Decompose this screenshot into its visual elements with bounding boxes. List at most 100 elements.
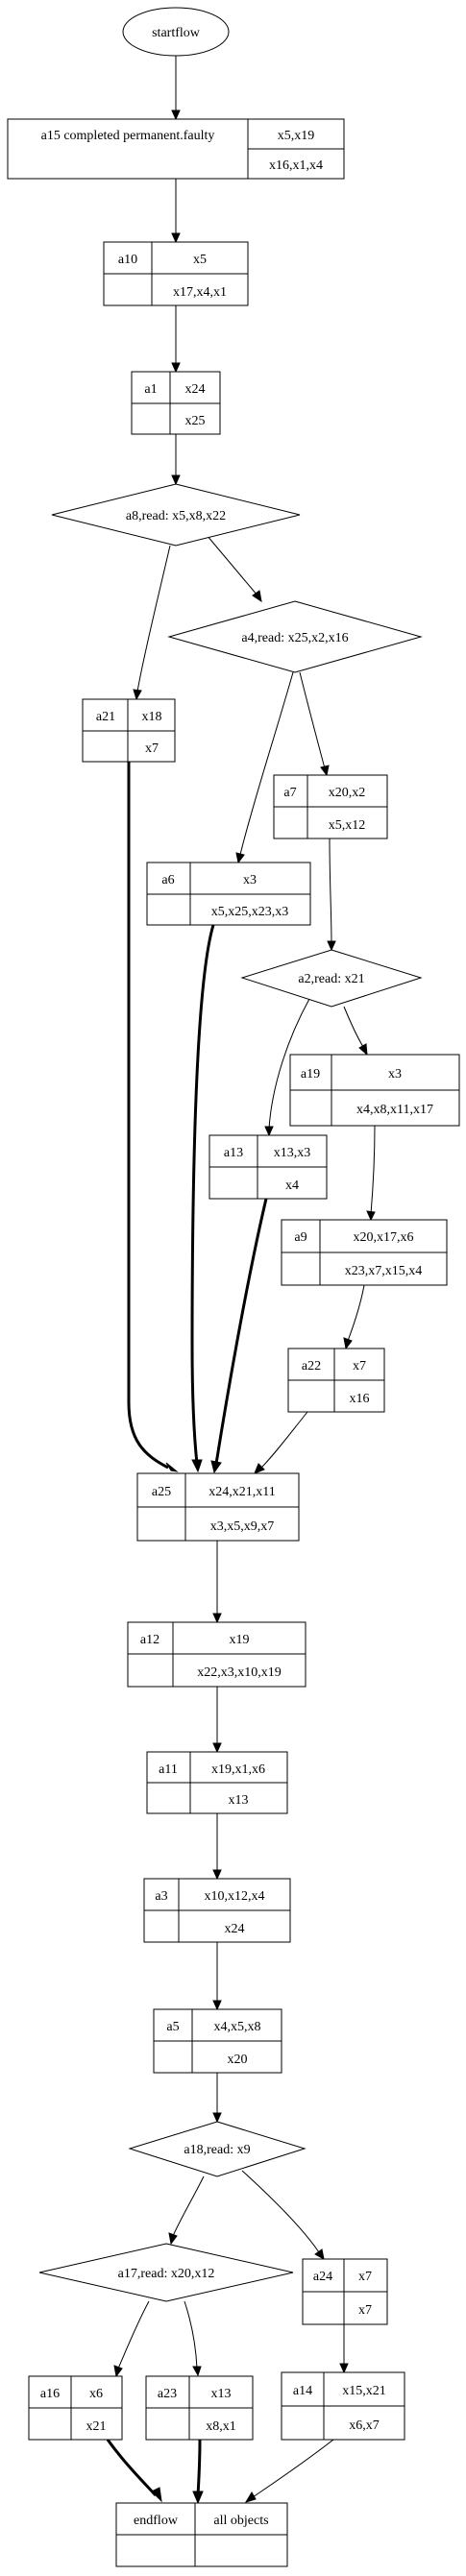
node-writes: x7 bbox=[353, 1359, 366, 1373]
arrowhead bbox=[133, 689, 142, 701]
node-reads: x24 bbox=[225, 1922, 245, 1936]
arrowhead bbox=[171, 474, 181, 486]
node-name: a3 bbox=[155, 1889, 167, 1904]
edge-a9-a22 bbox=[347, 1284, 365, 1342]
edge-d_a17-a16 bbox=[117, 2300, 150, 2369]
node-reads: x5,x25,x23,x3 bbox=[211, 905, 289, 919]
node-label: a4,read: x25,x2,x16 bbox=[241, 631, 348, 645]
arrowhead bbox=[264, 1126, 274, 1137]
node-writes: x7 bbox=[358, 2270, 372, 2284]
arrowhead bbox=[212, 1742, 222, 1754]
node-reads: x3,x5,x9,x7 bbox=[210, 1519, 275, 1534]
arrowhead bbox=[343, 1337, 353, 1350]
node-a25: a25 x24,x21,x11 x3,x5,x9,x7 bbox=[136, 1472, 300, 1542]
edges bbox=[106, 56, 376, 2505]
node-writes: x3 bbox=[243, 873, 257, 887]
node-reads: x13 bbox=[229, 1793, 249, 1808]
node-writes: x3 bbox=[388, 1067, 402, 1081]
node-writes: x6 bbox=[89, 2387, 103, 2401]
node-name: a22 bbox=[302, 1359, 321, 1373]
edge-d_a2-a19 bbox=[343, 1006, 364, 1048]
arrowhead bbox=[358, 1043, 368, 1057]
node-decision-a4: a4,read: x25,x2,x16 bbox=[167, 600, 423, 673]
node-reads: x7 bbox=[145, 741, 159, 756]
arrowhead bbox=[327, 940, 336, 952]
arrowhead bbox=[320, 765, 330, 777]
node-reads: x17,x4,x1 bbox=[173, 285, 227, 300]
edge-a21-a25 bbox=[127, 762, 169, 1470]
edge-d_a18-a24 bbox=[241, 2170, 320, 2253]
arrowhead bbox=[113, 2365, 123, 2378]
node-name: a15 completed permanent.faulty bbox=[41, 129, 215, 143]
node-name: a9 bbox=[294, 1230, 307, 1245]
arrowhead bbox=[244, 2491, 257, 2503]
node-writes: x4,x5,x8 bbox=[214, 2020, 261, 2034]
edge-a22-a25 bbox=[260, 1411, 308, 1469]
node-label: a8,read: x5,x8,x22 bbox=[126, 509, 226, 523]
arrowhead bbox=[191, 1459, 203, 1473]
node-writes: x20,x17,x6 bbox=[354, 1230, 414, 1245]
arrowhead bbox=[168, 2232, 178, 2246]
node-reads: x16,x1,x4 bbox=[269, 158, 323, 173]
node-a22: a22 x7 x16 bbox=[287, 1348, 385, 1413]
node-a15: a15 completed permanent.faulty x5,x19 x1… bbox=[7, 118, 345, 180]
node-name: endflow bbox=[134, 2514, 179, 2528]
node-name: a23 bbox=[158, 2387, 177, 2401]
node-name: a13 bbox=[224, 1146, 243, 1160]
arrowhead bbox=[192, 2491, 204, 2505]
node-name: a7 bbox=[283, 786, 296, 800]
node-a11: a11 x19,x1,x6 x13 bbox=[146, 1751, 288, 1814]
node-writes: x15,x21 bbox=[342, 2384, 386, 2398]
node-name: a24 bbox=[313, 2270, 332, 2284]
node-a7: a7 x20,x2 x5,x12 bbox=[273, 774, 388, 839]
node-decision-a2: a2,read: x21 bbox=[240, 949, 423, 1008]
node-writes: x5 bbox=[193, 253, 207, 267]
edge-a23-end bbox=[196, 2439, 202, 2496]
edge-a7-d_a2 bbox=[329, 838, 332, 945]
node-a23: a23 x13 x8,x1 bbox=[145, 2375, 254, 2441]
edge-a14-end bbox=[252, 2439, 334, 2498]
node-writes: x19 bbox=[230, 1633, 250, 1647]
node-decision-a18: a18,read: x9 bbox=[128, 2121, 307, 2177]
node-name: a1 bbox=[144, 382, 157, 397]
edge-d_a17-a23 bbox=[184, 2300, 198, 2369]
node-a10: a10 x5 x17,x4,x1 bbox=[103, 241, 249, 306]
edge-a16-end bbox=[106, 2439, 158, 2497]
arrowhead bbox=[212, 2112, 222, 2124]
node-reads: x22,x3,x10,x19 bbox=[197, 1665, 282, 1680]
node-name: a19 bbox=[301, 1067, 320, 1081]
arrowhead bbox=[212, 1869, 222, 1881]
arrowhead bbox=[171, 109, 181, 121]
arrowhead bbox=[235, 852, 245, 864]
node-a3: a3 x10,x12,x4 x24 bbox=[143, 1878, 291, 1943]
node-writes: x10,x12,x4 bbox=[205, 1889, 265, 1904]
node-a14: a14 x15,x21 x6,x7 bbox=[281, 2371, 405, 2441]
edge-d_a18-d_a17 bbox=[172, 2175, 205, 2237]
edge-a19-a9 bbox=[370, 1125, 376, 1215]
node-reads: x23,x7,x15,x4 bbox=[345, 1264, 423, 1278]
node-a24: a24 x7 x7 bbox=[302, 2258, 388, 2325]
node-a9: a9 x20,x17,x6 x23,x7,x15,x4 bbox=[281, 1219, 448, 1286]
node-reads: x21 bbox=[86, 2419, 107, 2434]
edge-d_a2-a13 bbox=[268, 998, 310, 1130]
nodes: startflow a15 completed permanent.faulty… bbox=[7, 7, 460, 2567]
arrowhead bbox=[171, 232, 181, 244]
node-reads: x4 bbox=[285, 1179, 299, 1193]
node-name: a12 bbox=[140, 1633, 159, 1647]
node-reads: x25 bbox=[185, 414, 206, 428]
node-name: a6 bbox=[161, 873, 174, 887]
node-a13: a13 x13,x3 x4 bbox=[208, 1134, 328, 1200]
node-reads: x4,x8,x11,x17 bbox=[356, 1103, 433, 1117]
arrowhead bbox=[366, 1210, 376, 1222]
node-a16: a16 x6 x21 bbox=[28, 2375, 123, 2441]
node-reads: x20 bbox=[228, 2053, 248, 2067]
edge-a13-a25 bbox=[214, 1198, 268, 1465]
node-label: a17,read: x20,x12 bbox=[118, 2267, 215, 2281]
node-writes: x5,x19 bbox=[278, 129, 315, 143]
node-a6: a6 x3 x5,x25,x23,x3 bbox=[146, 862, 311, 926]
node-name: a21 bbox=[96, 710, 115, 724]
node-label: a18,read: x9 bbox=[184, 2143, 250, 2157]
arrowhead bbox=[151, 2487, 162, 2503]
edge-a6-a25 bbox=[190, 924, 215, 1465]
